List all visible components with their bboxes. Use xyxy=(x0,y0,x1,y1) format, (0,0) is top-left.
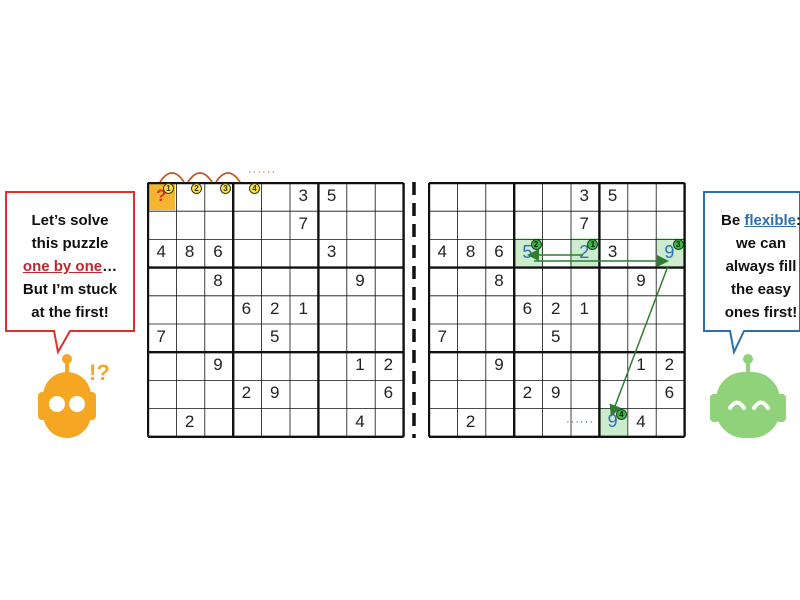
sudoku-cell: 4 xyxy=(156,242,166,262)
sudoku-cell: 2 xyxy=(465,411,476,431)
sudoku-cell: 1 xyxy=(636,355,646,375)
right-bubble-line-3: always fill xyxy=(725,258,797,275)
order-badge-3: 3 xyxy=(220,183,231,194)
confused-robot-icon xyxy=(38,354,96,438)
sudoku-cell: 9 xyxy=(213,355,223,375)
sudoku-cell: 6 xyxy=(522,298,533,318)
order-badge-1: 1 xyxy=(163,183,174,194)
sudoku-cell: 8 xyxy=(465,242,476,262)
grid-lines xyxy=(147,182,405,438)
sudoku-cell: 5 xyxy=(270,327,280,347)
right-bubble-line-2: we can xyxy=(735,235,787,252)
sudoku-cell: 4 xyxy=(437,242,447,262)
right-bubble-line-5: ones first! xyxy=(724,304,798,321)
right-bubble-text: Be flexible: we can always fill the easy… xyxy=(706,209,800,324)
sudoku-cell: 5 xyxy=(551,327,561,347)
left-bubble-line-1: Let’s solve xyxy=(31,212,109,229)
sudoku-cell: 6 xyxy=(241,298,252,318)
right-bubble-emphasis-tail: : xyxy=(796,212,800,229)
confused-symbol: !? xyxy=(89,360,110,385)
sudoku-cell: 7 xyxy=(579,214,589,234)
sudoku-cell: 7 xyxy=(437,327,447,347)
right-bubble-prefix: Be xyxy=(720,212,745,229)
sudoku-cell: 3 xyxy=(298,186,308,206)
sudoku-cell: 8 xyxy=(213,270,223,290)
sudoku-cell: 9 xyxy=(355,270,365,290)
sudoku-cell: 3 xyxy=(579,186,589,206)
left-bubble-emphasis-line: one by one… xyxy=(6,255,134,278)
sudoku-cell: 6 xyxy=(664,383,675,403)
left-bubble-emphasis: one by one xyxy=(22,258,103,275)
sudoku-cell: 7 xyxy=(156,327,166,347)
sudoku-cell: 1 xyxy=(579,298,589,318)
sudoku-cell: 2 xyxy=(184,411,195,431)
sequence-arcs xyxy=(159,172,241,183)
sudoku-cell: 2 xyxy=(522,383,533,403)
fill-order-badge: 3 xyxy=(672,239,684,251)
sudoku-cell: 4 xyxy=(636,411,646,431)
order-badge-4: 4 xyxy=(249,183,260,194)
sudoku-cell: 8 xyxy=(184,242,195,262)
left-trailing-dots: ······ xyxy=(248,166,276,178)
sudoku-cell: 6 xyxy=(494,242,504,262)
sudoku-cell: 3 xyxy=(607,242,618,262)
fill-order-arrows xyxy=(527,249,669,417)
sudoku-cell: 6 xyxy=(213,242,223,262)
sudoku-cell: 8 xyxy=(494,270,504,290)
sudoku-cell: 2 xyxy=(383,355,394,375)
grid-lines xyxy=(428,182,686,438)
left-bubble-emphasis-tail: … xyxy=(102,258,118,275)
happy-robot-icon xyxy=(710,354,786,438)
sudoku-cell: 2 xyxy=(241,383,252,403)
right-bubble-first-line: Be flexible: xyxy=(706,209,800,232)
order-badge-2: 2 xyxy=(191,183,202,194)
sudoku-cell: 9 xyxy=(494,355,504,375)
sudoku-cell: 5 xyxy=(607,186,618,206)
sudoku-cell: 4 xyxy=(355,411,365,431)
right-bubble-line-4: the easy xyxy=(730,281,792,298)
sudoku-cell: 6 xyxy=(383,383,394,403)
left-bubble-line-4: But I’m stuck xyxy=(22,281,118,298)
divider-dashed xyxy=(412,182,416,438)
right-trailing-dots: ······ xyxy=(566,416,594,428)
sudoku-cell: 5 xyxy=(326,186,337,206)
fill-order-badge: 1 xyxy=(587,239,599,251)
sudoku-cell: 1 xyxy=(355,355,365,375)
left-bubble-text: Let’s solve this puzzle one by one… But … xyxy=(6,209,134,324)
left-bubble-line-5: at the first! xyxy=(31,304,109,321)
sudoku-cell: 3 xyxy=(326,242,337,262)
sudoku-cell: 9 xyxy=(270,383,280,403)
sudoku-cell: 2 xyxy=(270,298,280,318)
left-bubble-line-2: this puzzle xyxy=(31,235,109,252)
sudoku-cell: 7 xyxy=(298,214,308,234)
sudoku-cell: 2 xyxy=(664,355,675,375)
sudoku-cell: 2 xyxy=(551,298,561,318)
sudoku-cell: 9 xyxy=(551,383,561,403)
sudoku-cell: 9 xyxy=(636,270,646,290)
sudoku-cell: 1 xyxy=(298,298,308,318)
right-bubble-emphasis: flexible xyxy=(744,212,797,229)
